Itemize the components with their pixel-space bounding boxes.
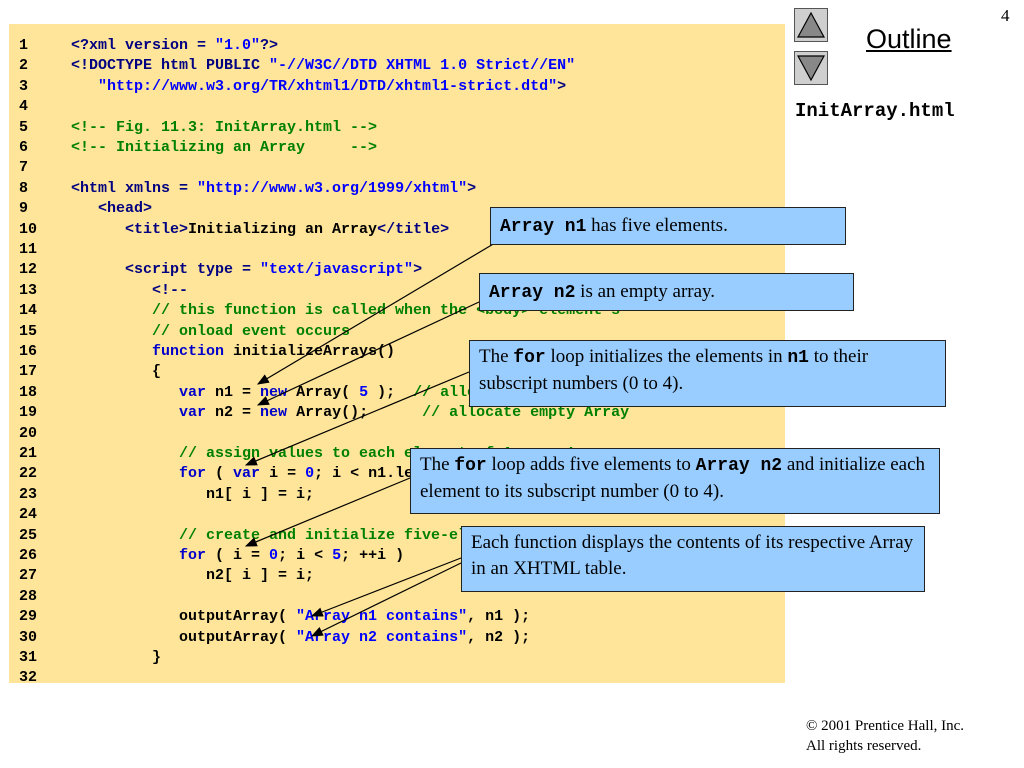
line-number: 18: [19, 383, 38, 401]
code-text: <script type = "text/javascript">: [71, 261, 423, 279]
line-number: 30: [19, 628, 38, 646]
line-number: 12: [19, 261, 38, 279]
code-text: <?xml version = "1.0"?>: [71, 37, 279, 54]
line-number: 19: [19, 404, 38, 422]
line-number: 20: [19, 424, 38, 442]
line-number: 15: [19, 322, 38, 340]
code-text: n1[ i ] = i;: [71, 485, 315, 503]
code-text: <title>Initializing an Array</title>: [71, 220, 450, 238]
line-number: 26: [19, 547, 38, 564]
file-name-label: InitArray.html: [795, 100, 955, 122]
line-number: 7: [19, 159, 29, 177]
callout-for-loop-n1: The for loop initializes the elements in…: [469, 340, 946, 407]
code-text: function initializeArrays(): [71, 343, 396, 360]
code-text: <!DOCTYPE html PUBLIC "-//W3C//DTD XHTML…: [71, 57, 576, 75]
line-number: 28: [19, 587, 38, 605]
callout-output-array: Each function displays the contents of i…: [461, 526, 925, 592]
code-text: {: [71, 363, 162, 381]
copyright-notice: © 2001 Prentice Hall, Inc. All rights re…: [806, 716, 964, 756]
copyright-line: © 2001 Prentice Hall, Inc.: [806, 718, 965, 734]
callout-array-n2: Array n2 is an empty array.: [479, 273, 854, 311]
line-number: 31: [19, 649, 38, 666]
line-number: 1: [19, 37, 29, 54]
line-number: 13: [19, 281, 38, 299]
line-number: 22: [19, 465, 38, 483]
line-number: 17: [19, 363, 38, 381]
rights-line: All rights reserved.: [806, 738, 922, 754]
line-number: 9: [19, 200, 29, 218]
line-number: 10: [19, 220, 38, 238]
previous-slide-button[interactable]: [794, 8, 828, 42]
triangle-up-icon: [796, 11, 826, 38]
code-text: <!--: [71, 281, 189, 299]
next-slide-button[interactable]: [794, 51, 828, 85]
line-number: 23: [19, 485, 38, 503]
line-number: 32: [19, 669, 38, 687]
line-number: 25: [19, 526, 38, 544]
line-number: 29: [19, 608, 38, 626]
callout-for-loop-n2: The for loop adds five elements to Array…: [410, 448, 940, 514]
line-number: 4: [19, 98, 29, 116]
code-text: <!-- Initializing an Array -->: [71, 139, 378, 156]
code-text: // onload event occurs: [71, 322, 351, 340]
line-number: 14: [19, 302, 38, 320]
code-text: for ( i = 0; i < 5; ++i ): [71, 547, 405, 564]
code-text: n2[ i ] = i;: [71, 567, 315, 585]
line-number: 6: [19, 139, 29, 156]
line-number: 11: [19, 241, 38, 258]
line-number: 24: [19, 506, 38, 524]
line-number: 8: [19, 179, 29, 197]
code-text: "http://www.w3.org/TR/xhtml1/DTD/xhtml1-…: [71, 77, 567, 95]
line-number: 21: [19, 445, 38, 462]
triangle-down-icon: [796, 55, 826, 82]
line-number: 2: [19, 57, 29, 75]
code-text: outputArray( "Array n1 contains", n1 );: [71, 608, 531, 626]
code-text: outputArray( "Array n2 contains", n2 );: [71, 628, 531, 646]
code-text: <!-- Fig. 11.3: InitArray.html -->: [71, 118, 378, 136]
outline-link[interactable]: Outline: [866, 24, 952, 54]
line-number: 3: [19, 77, 29, 95]
code-text: <head>: [71, 200, 153, 218]
code-text: }: [71, 649, 162, 666]
callout-array-n1: Array n1 has five elements.: [490, 207, 846, 245]
line-number: 5: [19, 118, 29, 136]
code-text: <html xmlns = "http://www.w3.org/1999/xh…: [71, 179, 477, 197]
line-number: 16: [19, 343, 38, 360]
line-number: 27: [19, 567, 38, 585]
slide-number: 4: [1001, 6, 1010, 25]
